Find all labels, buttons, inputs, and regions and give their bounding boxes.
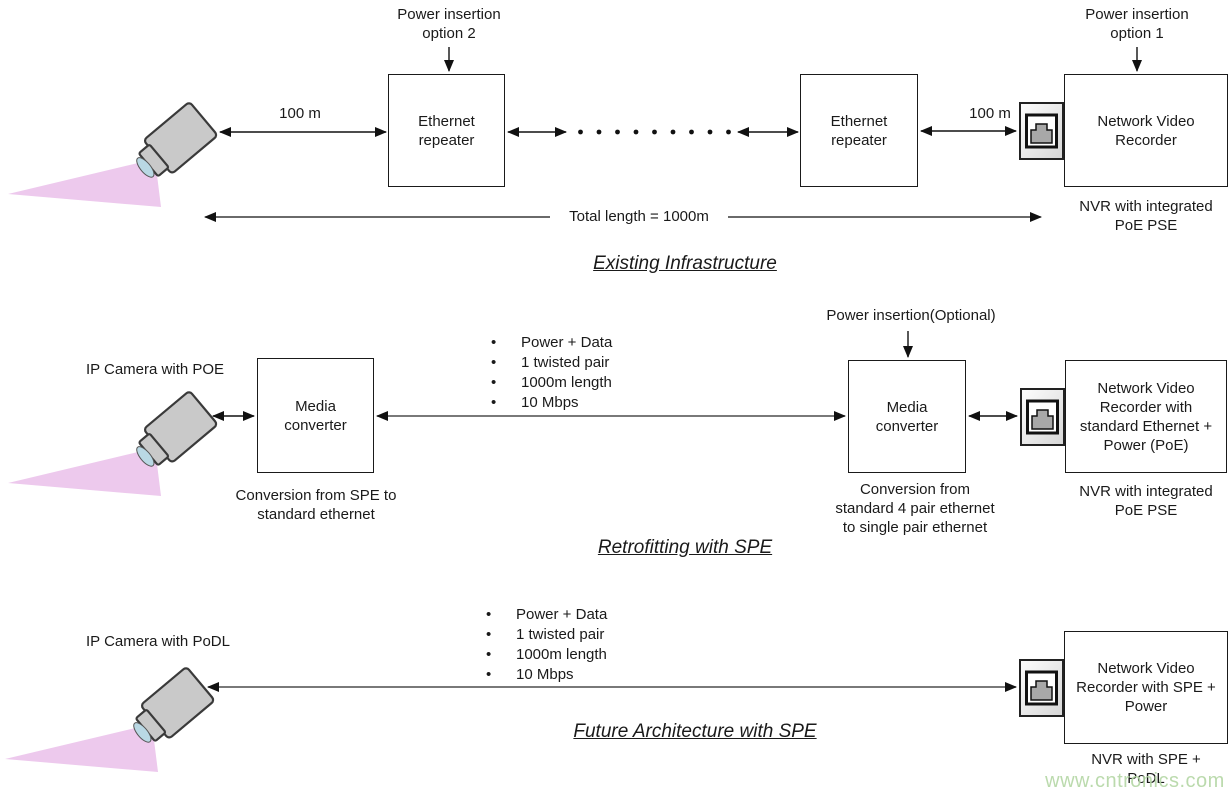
distance-label-100m: 100 m [279,105,321,122]
spe-link-properties-list: Power + Data 1 twisted pair 1000m length… [485,333,655,413]
rj45-jack-icon [1018,658,1065,718]
media-converter-sublabel: Conversion from standard 4 pair ethernet… [835,481,995,536]
network-video-recorder-box: Network Video Recorder with SPE + Power [1064,631,1228,744]
ip-camera-poe-label: IP Camera with POE [85,361,225,378]
ethernet-repeater-box: Ethernet repeater [800,74,918,187]
section-title-retrofit: Retrofitting with SPE [597,537,773,558]
list-item: 10 Mbps [480,665,650,685]
power-insertion-optional-label: Power insertion(Optional) [826,307,996,324]
nvr-sublabel: NVR with integrated PoE PSE [1079,198,1213,234]
media-converter-sublabel: Conversion from SPE to standard ethernet [235,487,397,523]
nvr-sublabel: NVR with integrated PoE PSE [1079,483,1213,519]
list-item-text: 1000m length [516,646,607,663]
network-video-recorder-box: Network Video Recorder [1064,74,1228,187]
ellipsis-dots [578,129,731,135]
ip-camera-podl-label: IP Camera with PoDL [86,633,230,650]
section-title-existing: Existing Infrastructure [593,253,777,274]
network-video-recorder-box: Network Video Recorder with standard Eth… [1065,360,1227,473]
list-item-text: 10 Mbps [521,394,579,411]
list-item: 1000m length [480,645,650,665]
nvr-sublabel: NVR with SPE + PoDL [1091,751,1201,787]
ip-camera-podl-icon [3,665,216,774]
list-item-text: 1 twisted pair [516,626,605,643]
list-item-text: Power + Data [516,606,608,623]
list-item-text: Power + Data [521,334,613,351]
ip-camera-poe-icon [6,389,219,498]
media-converter-box: Media converter [257,358,374,473]
media-converter-box: Media converter [848,360,966,473]
list-item: 1000m length [485,373,655,393]
list-item-text: 1000m length [521,374,612,391]
list-item: 10 Mbps [485,393,655,413]
rj45-jack-icon [1019,387,1066,447]
section-title-future: Future Architecture with SPE [573,721,817,742]
list-item-text: 1 twisted pair [521,354,610,371]
list-item: 1 twisted pair [480,625,650,645]
ip-camera-icon [6,100,219,209]
power-insertion-option1-label: Power insertion option 1 [1085,6,1189,42]
total-length-label: Total length = 1000m [550,207,728,226]
list-item-text: 10 Mbps [516,666,574,683]
list-item: 1 twisted pair [485,353,655,373]
spe-link-properties-list: Power + Data 1 twisted pair 1000m length… [480,605,650,685]
list-item: Power + Data [485,333,655,353]
distance-label-100m: 100 m [969,105,1011,122]
watermark: www.cntronics.com [1045,770,1225,792]
power-insertion-option2-label: Power insertion option 2 [397,6,501,42]
list-item: Power + Data [480,605,650,625]
ethernet-repeater-box: Ethernet repeater [388,74,505,187]
